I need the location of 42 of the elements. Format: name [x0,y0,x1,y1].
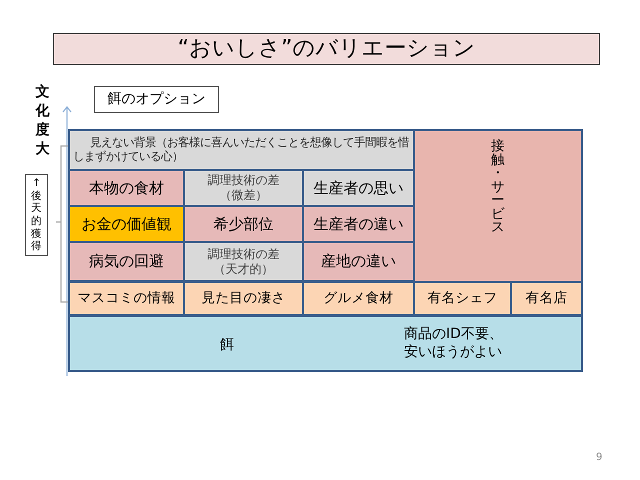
side-note-box [25,174,48,256]
media-label: グルメ食材 [324,290,394,307]
service-box [413,129,583,283]
factor-box [183,205,304,243]
factor-label: お金の価値観 [82,214,172,234]
media-label: 見た目の凄さ [202,290,286,307]
factor-label: 本物の食材 [89,178,164,198]
background-box [68,129,415,171]
factor-box [302,241,415,282]
axis-label: 文化度大 [35,83,50,159]
media-label: 有名シェフ [428,290,498,307]
media-box [413,281,512,316]
factor-label: 病気の回避 [89,252,164,271]
factor-box [68,169,185,207]
factor-label: 調理技術の差（微差） [206,173,280,203]
base-box [68,315,583,372]
factor-box [302,169,415,207]
media-box [183,281,304,316]
title-text: “おいしさ”のバリエーション [178,36,476,62]
factor-label: 生産者の思い [314,178,404,198]
base-label: 餌 [220,337,234,354]
base-label: 商品のID不要、安いほうがよい [404,326,504,361]
service-label: 接触・サービス [490,140,506,234]
factor-label: 産地の違い [321,252,396,271]
media-label: 有名店 [526,290,568,307]
option-box [94,86,219,113]
factor-box [302,205,415,243]
factor-label: 生産者の違い [314,214,404,234]
background-label: 見えない背景（お客様に喜んいただくことを想像して手間暇を惜しまずかけている心） [73,136,409,164]
factor-box [68,205,185,243]
media-box [302,281,415,316]
media-box [68,281,185,316]
factor-label: 調理技術の差（天才的） [206,246,280,276]
option-label: 餌のオプション [108,90,206,108]
factor-box [68,241,185,282]
page-number: 9 [596,452,602,464]
factor-box [183,169,304,207]
factor-box [183,241,304,282]
media-label: マスコミの情報 [78,290,176,307]
factor-label: 希少部位 [214,214,274,234]
media-box [510,281,583,316]
side-note-label: ↑後天的獲得 [30,177,42,253]
